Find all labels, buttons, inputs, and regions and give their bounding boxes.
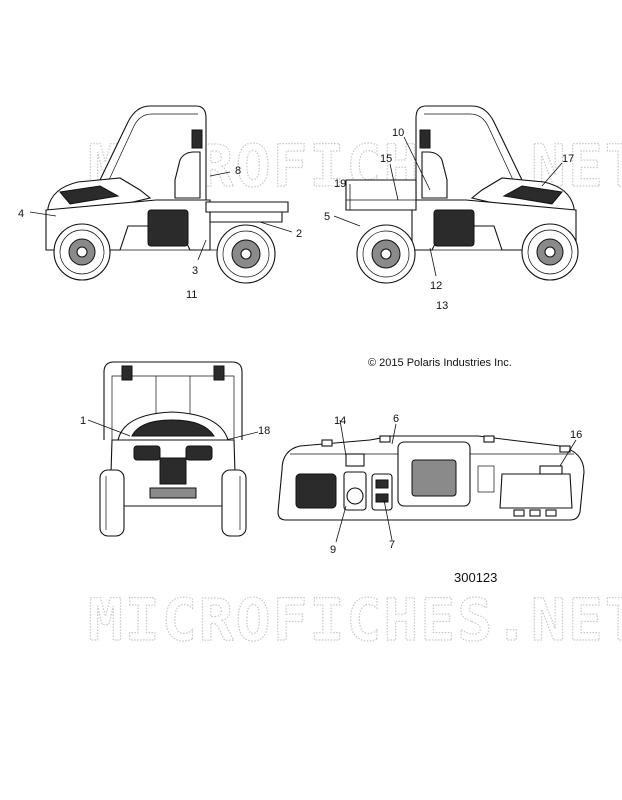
side-panel-right (433, 209, 475, 247)
dash-button-1 (513, 509, 525, 517)
watermark-bottom: MICROFICHES.NET (88, 586, 622, 654)
dashboard-view (277, 435, 585, 521)
dash-button-3 (545, 509, 557, 517)
callout-19: 19 (334, 178, 346, 190)
switch-2 (375, 493, 389, 503)
dash-decal-16 (539, 465, 563, 475)
headlight-left (133, 445, 161, 461)
callout-1: 1 (80, 415, 86, 427)
callout-labels: 4 2 3 11 8 5 10 15 19 12 13 17 1 18 14 6… (18, 127, 582, 556)
side-panel-left (147, 209, 189, 247)
rear-wheel-right-view (356, 224, 416, 284)
callout-12: 12 (430, 280, 442, 292)
dash-decal-14 (345, 453, 365, 467)
callout-15: 15 (380, 153, 392, 165)
instrument-screen (411, 459, 457, 497)
callout-17: 17 (562, 153, 574, 165)
vehicle-right-side-view (345, 105, 579, 284)
cage-decal-right (419, 129, 431, 149)
front-bumper (149, 487, 197, 499)
callout-16: 16 (570, 429, 582, 441)
grille (159, 457, 187, 485)
callout-6: 6 (393, 413, 399, 425)
switch-panel (371, 473, 393, 511)
vehicle-front-view (99, 361, 247, 537)
front-wheel-right-view (521, 223, 579, 281)
cup-holder (346, 487, 364, 505)
callout-7: 7 (389, 539, 395, 551)
copyright-text: © 2015 Polaris Industries Inc. (368, 357, 512, 369)
leader-lines (29, 136, 577, 543)
figure-number: 300123 (454, 570, 497, 585)
cage-decal-left (191, 129, 203, 149)
switch-1 (375, 479, 389, 489)
front-tire-left (99, 469, 125, 537)
callout-11: 11 (186, 289, 197, 301)
rear-wheel-left-view (216, 224, 276, 284)
callout-2: 2 (296, 228, 302, 240)
callout-3: 3 (192, 265, 198, 277)
callout-9: 9 (330, 544, 336, 556)
vehicle-left-side-view (45, 105, 289, 284)
front-tire-right (221, 469, 247, 537)
callout-18: 18 (258, 425, 270, 437)
headlight-right (185, 445, 213, 461)
glove-box-left (295, 473, 337, 509)
callout-4: 4 (18, 208, 24, 220)
front-cage-decal-right (213, 365, 225, 381)
callout-5: 5 (324, 211, 330, 223)
dash-button-2 (529, 509, 541, 517)
front-wheel-left-view (53, 223, 111, 281)
callout-13: 13 (436, 300, 448, 312)
front-cage-decal-left (121, 365, 133, 381)
dash-vent (477, 465, 495, 493)
callout-14: 14 (334, 415, 346, 427)
callout-8: 8 (235, 165, 241, 177)
callout-10: 10 (392, 127, 404, 139)
